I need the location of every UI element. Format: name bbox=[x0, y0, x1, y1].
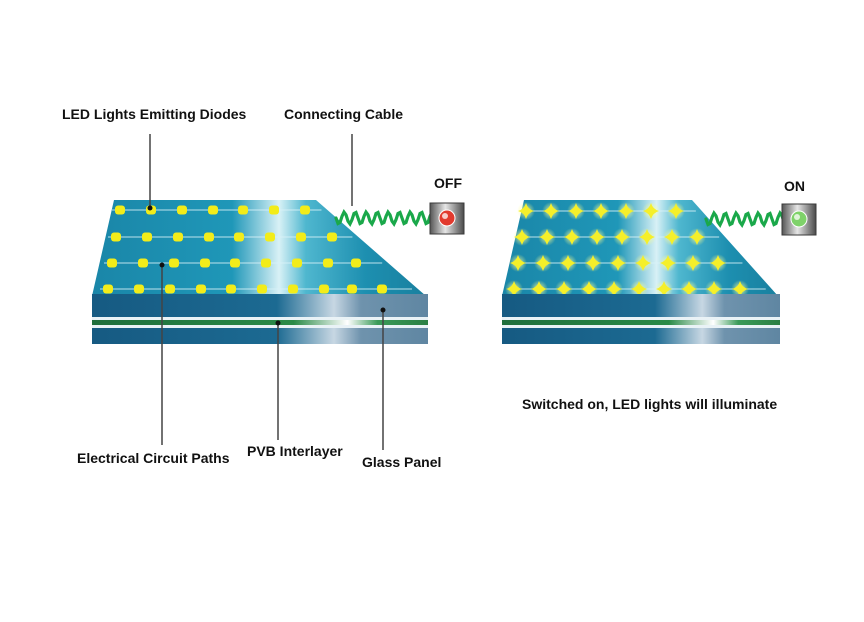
glass-edge bbox=[502, 317, 780, 320]
led-light-off bbox=[111, 232, 121, 242]
led-light-on bbox=[585, 255, 601, 271]
led-light-off bbox=[142, 232, 152, 242]
led-light-on bbox=[514, 229, 530, 245]
on-panel bbox=[502, 200, 817, 344]
led-leader-line-dot bbox=[147, 205, 153, 211]
led-light-on bbox=[732, 281, 748, 297]
led-light-on bbox=[685, 255, 701, 271]
led-light-on bbox=[568, 203, 584, 219]
circuit-leader-line-dot bbox=[159, 262, 165, 268]
glass-edge bbox=[92, 325, 428, 328]
led-light-on bbox=[593, 203, 609, 219]
led-light-off bbox=[115, 205, 125, 215]
led-light-on bbox=[610, 255, 626, 271]
pvb-interlayer-label: PVB Interlayer bbox=[247, 443, 343, 459]
glass-panel-upper bbox=[92, 294, 428, 317]
led-light-off bbox=[196, 284, 206, 294]
led-light-on bbox=[660, 255, 676, 271]
led-light-off bbox=[103, 284, 113, 294]
led-light-on bbox=[510, 255, 526, 271]
led-light-on bbox=[614, 229, 630, 245]
led-light-on bbox=[706, 281, 722, 297]
led-light-off bbox=[327, 232, 337, 242]
on-label: ON bbox=[784, 178, 805, 194]
led-light-on bbox=[564, 229, 580, 245]
led-light-off bbox=[234, 232, 244, 242]
led-light-off bbox=[204, 232, 214, 242]
pvb-leader-line-dot bbox=[275, 320, 281, 326]
led-lights-label: LED Lights Emitting Diodes bbox=[62, 106, 247, 122]
glass-leader-line-dot bbox=[380, 307, 386, 313]
led-light-off bbox=[165, 284, 175, 294]
glass-edge bbox=[502, 325, 780, 328]
led-light-on bbox=[635, 255, 651, 271]
led-light-off bbox=[323, 258, 333, 268]
led-light-off bbox=[226, 284, 236, 294]
led-light-off bbox=[377, 284, 387, 294]
led-light-on bbox=[606, 281, 622, 297]
led-light-off bbox=[208, 205, 218, 215]
led-light-on bbox=[543, 203, 559, 219]
led-light-on bbox=[506, 281, 522, 297]
connecting-cable bbox=[334, 209, 434, 227]
led-light-off bbox=[296, 232, 306, 242]
led-light-on bbox=[689, 229, 705, 245]
led-light-on bbox=[589, 229, 605, 245]
glass-panel-label: Glass Panel bbox=[362, 454, 442, 470]
led-light-off bbox=[269, 205, 279, 215]
led-light-on bbox=[668, 203, 684, 219]
led-light-on bbox=[618, 203, 634, 219]
led-light-off bbox=[177, 205, 187, 215]
off-panel bbox=[92, 200, 465, 344]
led-light-off bbox=[169, 258, 179, 268]
led-light-off bbox=[173, 232, 183, 242]
led-light-off bbox=[300, 205, 310, 215]
caption-text: Switched on, LED lights will illuminate bbox=[522, 396, 778, 412]
led-light-off bbox=[107, 258, 117, 268]
light-highlight bbox=[794, 214, 800, 220]
led-light-on bbox=[531, 281, 547, 297]
led-light-on bbox=[581, 281, 597, 297]
connecting-cable bbox=[704, 210, 788, 228]
led-light-on bbox=[560, 255, 576, 271]
led-sheet bbox=[92, 200, 426, 296]
led-light-off bbox=[230, 258, 240, 268]
light-highlight bbox=[442, 213, 448, 219]
led-light-on bbox=[664, 229, 680, 245]
led-light-off bbox=[288, 284, 298, 294]
led-light-on bbox=[631, 281, 647, 297]
led-light-on bbox=[539, 229, 555, 245]
glass-panel-lower bbox=[92, 328, 428, 344]
led-light-off bbox=[134, 284, 144, 294]
led-light-on bbox=[518, 203, 534, 219]
led-light-on bbox=[681, 281, 697, 297]
connecting-cable-label: Connecting Cable bbox=[284, 106, 404, 122]
led-light-on bbox=[556, 281, 572, 297]
pvb-interlayer bbox=[502, 320, 780, 325]
led-light-on bbox=[643, 203, 659, 219]
led-light-on bbox=[639, 229, 655, 245]
led-light-on bbox=[535, 255, 551, 271]
led-light-off bbox=[347, 284, 357, 294]
led-light-off bbox=[200, 258, 210, 268]
led-light-off bbox=[257, 284, 267, 294]
led-light-off bbox=[265, 232, 275, 242]
led-light-on bbox=[710, 255, 726, 271]
led-light-off bbox=[261, 258, 271, 268]
power-switch bbox=[781, 203, 817, 236]
glass-panel-lower bbox=[502, 328, 780, 344]
pvb-interlayer bbox=[92, 320, 428, 325]
led-light-off bbox=[138, 258, 148, 268]
led-light-off bbox=[292, 258, 302, 268]
glass-panel-upper bbox=[502, 294, 780, 317]
off-label: OFF bbox=[434, 175, 462, 191]
circuit-paths-label: Electrical Circuit Paths bbox=[77, 450, 230, 466]
led-light-off bbox=[238, 205, 248, 215]
glass-edge bbox=[92, 317, 428, 320]
led-light-off bbox=[351, 258, 361, 268]
led-light-off bbox=[319, 284, 329, 294]
led-light-on bbox=[656, 281, 672, 297]
